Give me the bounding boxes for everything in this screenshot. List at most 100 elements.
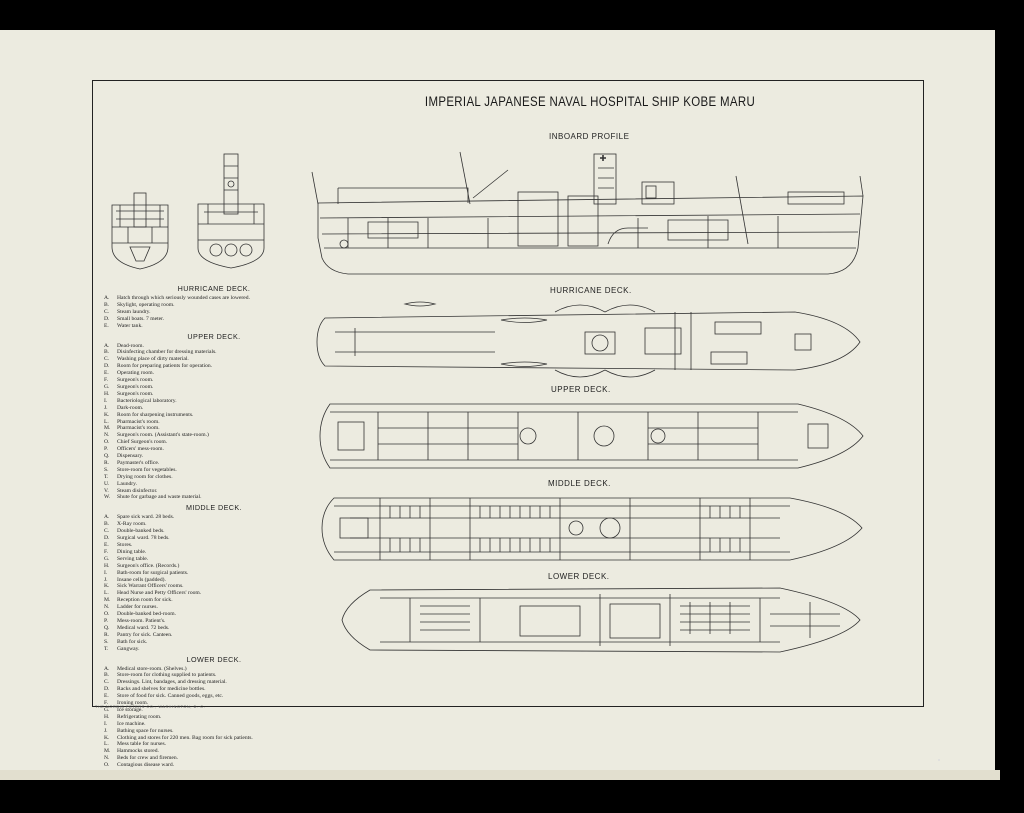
- legend-item-key: G.: [104, 383, 110, 390]
- legend-item-key: B.: [104, 521, 110, 528]
- legend-item: H.Surgeon's room.: [104, 391, 304, 398]
- legend-item: M.Reception room for sick.: [104, 597, 304, 604]
- legend-list-hurricane: A.Hatch through which seriously wounded …: [104, 295, 304, 330]
- legend-list-upper: A.Dead-room.B.Disinfecting chamber for d…: [104, 343, 304, 502]
- legend-item-key: A.: [104, 342, 110, 349]
- legend-item-text: Mess-room. Patient's.: [117, 617, 166, 624]
- legend-item-text: Pharmacist's room.: [117, 418, 160, 425]
- legend-item: U. Laundry.: [104, 481, 304, 488]
- label-middle-deck: MIDDLE DECK.: [548, 479, 611, 488]
- legend-item-key: A.: [104, 665, 110, 672]
- legend-item-text: Dark-room.: [117, 404, 144, 411]
- legend-item-key: A.: [104, 514, 110, 521]
- legend-item: D.Surgical ward. 78 beds.: [104, 535, 304, 542]
- legend-item: P.Officers' mess-room.: [104, 446, 304, 453]
- speck: [938, 759, 940, 761]
- legend-item-key: T.: [104, 473, 109, 480]
- legend-item: N.Beds for crew and firemen.: [104, 755, 304, 762]
- drawing-title: IMPERIAL JAPANESE NAVAL HOSPITAL SHIP KO…: [424, 93, 756, 109]
- legend-item: N.Surgeon's room. (Assistant's state-roo…: [104, 432, 304, 439]
- legend-item-text: Refrigerating room.: [117, 713, 162, 720]
- legend-item: Q.Medical ward. 72 beds.: [104, 625, 304, 632]
- legend-item: N.Ladder for nurses.: [104, 604, 304, 611]
- legend-item-text: Ironing room.: [117, 700, 149, 707]
- legend-item-text: Serving table.: [117, 555, 149, 562]
- legend-item-text: Ice machine.: [117, 720, 146, 727]
- legend-item-text: Disinfecting chamber for dressing materi…: [117, 349, 217, 356]
- legend-item: S.Bath for sick.: [104, 639, 304, 646]
- legend-item-text: Surgeon's room.: [117, 377, 154, 384]
- legend-item: O.Contagious disease ward.: [104, 762, 304, 769]
- legend-item-key: U.: [104, 480, 110, 487]
- legend-item-key: H.: [104, 562, 110, 569]
- legend-item-text: Operating room.: [117, 370, 154, 377]
- legend-item-key: P.: [104, 617, 108, 624]
- legend-item-key: E.: [104, 322, 109, 329]
- legend-item-text: Gangway.: [117, 645, 140, 652]
- legend-item: I. Bacteriological laboratory.: [104, 398, 304, 405]
- middle-deck-drawing: [321, 497, 863, 561]
- legend-item-key: E.: [104, 693, 109, 700]
- legend-item-text: Clothing and stores for 220 men. Bag roo…: [117, 734, 253, 741]
- legend-item-key: Q.: [104, 453, 110, 460]
- legend-title-hurricane: HURRICANE DECK.: [177, 284, 251, 293]
- legend-item-key: G.: [104, 706, 110, 713]
- legend-item-key: N.: [104, 755, 110, 762]
- legend-item-key: L.: [104, 418, 109, 425]
- drawing-border: [92, 80, 924, 707]
- legend-item: F.Dining table.: [104, 549, 304, 556]
- legend-item: B.X-Ray room.: [104, 521, 304, 528]
- lower-deck-drawing: [341, 587, 861, 653]
- cross-section-fwd: [197, 153, 265, 269]
- legend-item-text: Pharmacist's room.: [117, 425, 160, 432]
- legend-item-key: D.: [104, 315, 110, 322]
- legend-item: F. Ironing room.: [104, 700, 304, 707]
- legend-item-text: Water tank.: [117, 322, 143, 329]
- legend-item-text: Double-banked bed-room.: [117, 611, 177, 618]
- legend-item-text: Bathing space for nurses.: [117, 727, 174, 734]
- legend-item-key: D.: [104, 686, 110, 693]
- legend-item-key: E.: [104, 370, 109, 377]
- legend-item-key: F.: [104, 700, 109, 707]
- legend-item-text: Laundry.: [117, 480, 137, 487]
- legend-item-key: C.: [104, 679, 110, 686]
- legend-item-key: O.: [104, 762, 110, 769]
- legend-item: L. Pharmacist's room.: [104, 419, 304, 426]
- legend-item: M.Hammocks stored.: [104, 748, 304, 755]
- legend-list-middle: A.Spare sick ward. 28 beds.B.X-Ray room.…: [104, 514, 304, 652]
- legend-item-text: Dispensary.: [117, 453, 144, 460]
- legend-item: C.Double-banked beds.: [104, 528, 304, 535]
- legend-list-lower: A.Medical store-room. (Shelves.)B.Store-…: [104, 666, 304, 770]
- legend-item: M.Pharmacist's room.: [104, 425, 304, 432]
- label-hurricane-deck: HURRICANE DECK.: [550, 286, 632, 295]
- legend-item: G. Ice storage.: [104, 707, 304, 714]
- legend-item: D.Room for preparing patients for operat…: [104, 363, 304, 370]
- legend-item: E.Store of food for sick. Canned goods, …: [104, 693, 304, 700]
- legend-item-text: Drying room for clothes.: [117, 473, 173, 480]
- legend-item: L.Head Nurse and Petty Officers' room.: [104, 590, 304, 597]
- legend-item-text: Mess table for nurses.: [117, 741, 167, 748]
- legend-item-key: I.: [104, 397, 108, 404]
- legend-item-text: Steam disinfector.: [117, 487, 158, 494]
- legend-item-key: M.: [104, 748, 111, 755]
- legend-item-text: Insane cells (padded).: [117, 576, 166, 583]
- legend-item-text: Steam laundry.: [117, 308, 151, 315]
- legend-item-key: E.: [104, 542, 109, 548]
- legend-item-text: Surgeon's room.: [117, 390, 154, 397]
- legend-item-text: Store-room for vegetables.: [117, 466, 177, 473]
- legend-item-key: L.: [104, 741, 109, 748]
- legend-item-key: B.: [104, 301, 110, 308]
- legend-item-text: Paymaster's office.: [117, 459, 160, 466]
- legend-item-text: Bacteriological laboratory.: [117, 397, 177, 404]
- legend-item-text: Medical ward. 72 beds.: [117, 624, 170, 631]
- legend-title-upper: UPPER DECK.: [187, 331, 241, 341]
- legend-item: H.Surgeon's office. (Records.): [104, 563, 304, 570]
- label-inboard-profile: INBOARD PROFILE: [549, 132, 630, 141]
- legend-item-text: Ice storage.: [117, 706, 143, 713]
- legend-item: O.Chief Surgeon's room.: [104, 439, 304, 446]
- label-upper-deck: UPPER DECK.: [551, 385, 611, 394]
- legend-item-key: J.: [104, 576, 108, 583]
- legend-item: R.Pantry for sick. Canteen.: [104, 632, 304, 639]
- legend-item: J.Dark-room.: [104, 405, 304, 412]
- legend-item-key: R.: [104, 459, 110, 466]
